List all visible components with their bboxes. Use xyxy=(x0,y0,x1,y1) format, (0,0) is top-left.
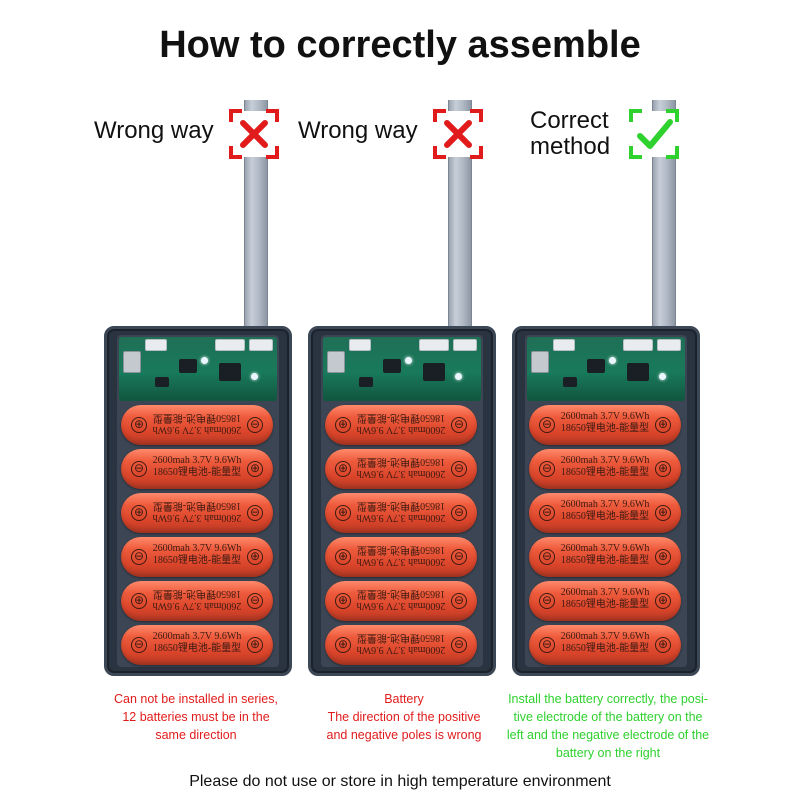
battery-label: 2600mah 3.7V 9.6Wh xyxy=(560,411,650,422)
red-x-icon xyxy=(433,109,483,159)
circuit-board xyxy=(323,337,481,401)
battery-label: 2600mah 3.7V 9.6Wh xyxy=(356,424,446,435)
battery-label: 18650锂电池-能量型 xyxy=(356,412,446,423)
footer-warning: Please do not use or store in high tempe… xyxy=(189,773,611,790)
battery-label: 18650锂电池-能量型 xyxy=(560,423,650,434)
panel-note: Can not be installed in series, 12 batte… xyxy=(114,692,278,742)
green-check-icon xyxy=(629,109,679,159)
battery-label: 2600mah 3.7V 9.6Wh xyxy=(152,424,242,435)
circuit-board xyxy=(119,337,277,401)
battery-label: 2600mah 3.7V 9.6Wh xyxy=(356,468,446,479)
battery-label: 2600mah 3.7V 9.6Wh xyxy=(560,587,650,598)
battery-label: 18650锂电池-能量型 xyxy=(560,599,650,610)
battery-label: 18650锂电池-能量型 xyxy=(152,555,242,566)
battery-label: 2600mah 3.7V 9.6Wh xyxy=(356,556,446,567)
panel-label: Wrong way xyxy=(298,117,418,144)
battery-label: 2600mah 3.7V 9.6Wh xyxy=(356,644,446,655)
page-title: How to correctly assemble xyxy=(159,24,641,66)
battery-label: 18650锂电池-能量型 xyxy=(356,456,446,467)
battery-label: 18650锂电池-能量型 xyxy=(152,588,242,599)
battery-label: 18650锂电池-能量型 xyxy=(356,544,446,555)
battery-label: 2600mah 3.7V 9.6Wh xyxy=(152,455,242,466)
battery-label: 18650锂电池-能量型 xyxy=(560,511,650,522)
battery-label: 2600mah 3.7V 9.6Wh xyxy=(356,512,446,523)
panel-label: Correct method xyxy=(530,107,611,160)
battery-label: 18650锂电池-能量型 xyxy=(560,643,650,654)
panel-note: Install the battery correctly, the posi-… xyxy=(506,692,710,760)
battery-label: 2600mah 3.7V 9.6Wh xyxy=(152,631,242,642)
battery-label: 18650锂电池-能量型 xyxy=(356,500,446,511)
battery-label: 2600mah 3.7V 9.6Wh xyxy=(560,499,650,510)
battery-label: 2600mah 3.7V 9.6Wh xyxy=(356,600,446,611)
battery-label: 18650锂电池-能量型 xyxy=(152,500,242,511)
battery-label: 18650锂电池-能量型 xyxy=(152,643,242,654)
battery-label: 18650锂电池-能量型 xyxy=(152,412,242,423)
battery-label: 18650锂电池-能量型 xyxy=(356,588,446,599)
red-x-icon xyxy=(229,109,279,159)
battery-label: 18650锂电池-能量型 xyxy=(560,467,650,478)
battery-label: 18650锂电池-能量型 xyxy=(560,555,650,566)
battery-label: 2600mah 3.7V 9.6Wh xyxy=(152,600,242,611)
battery-label: 2600mah 3.7V 9.6Wh xyxy=(560,543,650,554)
panel-note: Battery The direction of the positive an… xyxy=(326,692,482,742)
battery-label: 18650锂电池-能量型 xyxy=(152,467,242,478)
panel-label: Wrong way xyxy=(94,117,214,144)
battery-label: 2600mah 3.7V 9.6Wh xyxy=(152,543,242,554)
battery-label: 2600mah 3.7V 9.6Wh xyxy=(152,512,242,523)
battery-label: 18650锂电池-能量型 xyxy=(356,632,446,643)
battery-label: 2600mah 3.7V 9.6Wh xyxy=(560,455,650,466)
circuit-board xyxy=(527,337,685,401)
battery-label: 2600mah 3.7V 9.6Wh xyxy=(560,631,650,642)
